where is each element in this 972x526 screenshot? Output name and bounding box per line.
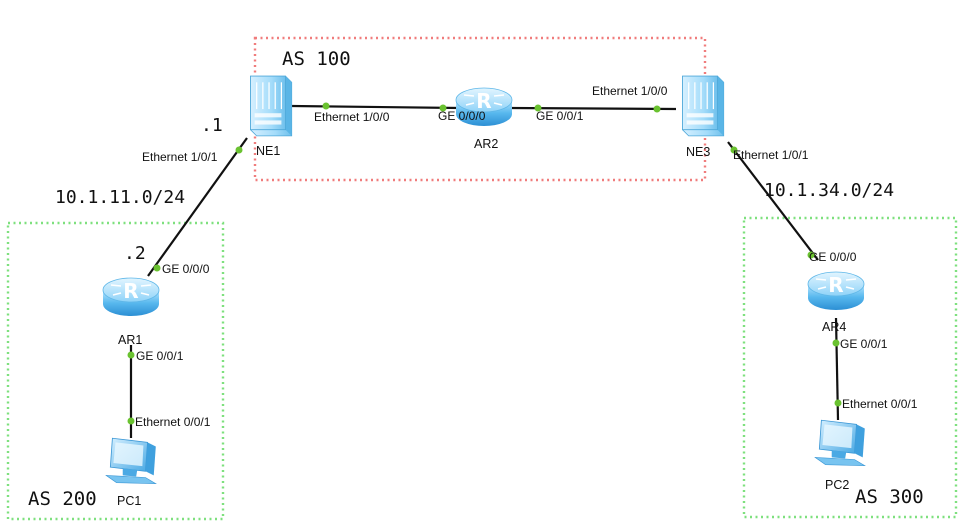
as300-label: AS 300: [855, 486, 924, 508]
link-ne1-ar1: [147, 137, 248, 277]
port-dot-ar1-ge000: [153, 264, 161, 272]
ar2-label: AR2: [474, 137, 498, 151]
port-dot-ne3-eth100: [653, 105, 661, 113]
switch-icon: [249, 75, 293, 137]
port-label-ne3-eth101: Ethernet 1/0/1: [733, 148, 809, 162]
ar1-host-address: .2: [124, 243, 146, 264]
port-label-ar2-ge001: GE 0/0/1: [536, 109, 584, 123]
port-dot-ar4-ge001: [832, 339, 840, 347]
port-dot-pc1-eth001: [127, 417, 135, 425]
ne3-label: NE3: [686, 145, 710, 159]
pc2-device[interactable]: PC2: [814, 419, 866, 492]
pc1-label: PC1: [117, 494, 141, 508]
subnet-right-label: 10.1.34.0/24: [764, 180, 894, 201]
port-label-ar4-ge000: GE 0/0/0: [809, 250, 857, 264]
pc2-label: PC2: [825, 478, 849, 492]
link-ne1-ar2: [291, 104, 461, 110]
pc-icon: [105, 437, 157, 485]
port-dot-ar1-ge001: [127, 351, 135, 359]
ar4-label: AR4: [822, 320, 846, 334]
ar1-device[interactable]: AR1: [102, 277, 160, 347]
port-label-ar1-ge001: GE 0/0/1: [136, 349, 184, 363]
port-dot-ar2-ge000: [439, 104, 447, 112]
port-label-ar4-ge001: GE 0/0/1: [840, 337, 888, 351]
as100-label: AS 100: [282, 48, 351, 70]
ar4-device[interactable]: AR4: [807, 271, 865, 334]
port-label-ar2-ge000: GE 0/0/0: [438, 109, 486, 123]
subnet-left-label: 10.1.11.0/24: [55, 187, 185, 208]
ar2-device[interactable]: AR2: [455, 87, 513, 151]
ne3-device[interactable]: NE3: [681, 75, 725, 159]
port-dot-ne1-eth100: [322, 102, 330, 110]
port-dot-pc2-eth001: [834, 399, 842, 407]
as300-area-boundary: [742, 216, 958, 519]
port-label-ne1-eth100: Ethernet 1/0/0: [314, 110, 390, 124]
port-label-ne1-eth101: Ethernet 1/0/1: [142, 150, 218, 164]
port-dot-ne1-eth101: [235, 146, 243, 154]
port-dot-ar4-ge000: [807, 251, 815, 259]
pc-icon: [814, 419, 866, 467]
router-icon: [102, 277, 160, 317]
link-ne3-ar4: [727, 141, 819, 261]
pc1-device[interactable]: PC1: [105, 437, 157, 508]
port-dot-ne3-eth101: [730, 146, 738, 154]
ne1-device[interactable]: NE1: [249, 75, 293, 158]
port-dot-ar2-ge001: [534, 104, 542, 112]
port-label-pc1-eth001: Ethernet 0/0/1: [135, 415, 211, 429]
ne1-host-address: .1: [201, 115, 223, 136]
as200-area-boundary: [6, 221, 225, 521]
router-icon: [807, 271, 865, 311]
port-label-pc2-eth001: Ethernet 0/0/1: [842, 397, 918, 411]
as200-label: AS 200: [28, 488, 97, 510]
switch-icon: [681, 75, 725, 137]
port-label-ne3-eth100: Ethernet 1/0/0: [592, 84, 668, 98]
port-label-ar1-ge000: GE 0/0/0: [162, 262, 210, 276]
ne1-label: NE1: [256, 144, 280, 158]
ar1-label: AR1: [118, 333, 142, 347]
